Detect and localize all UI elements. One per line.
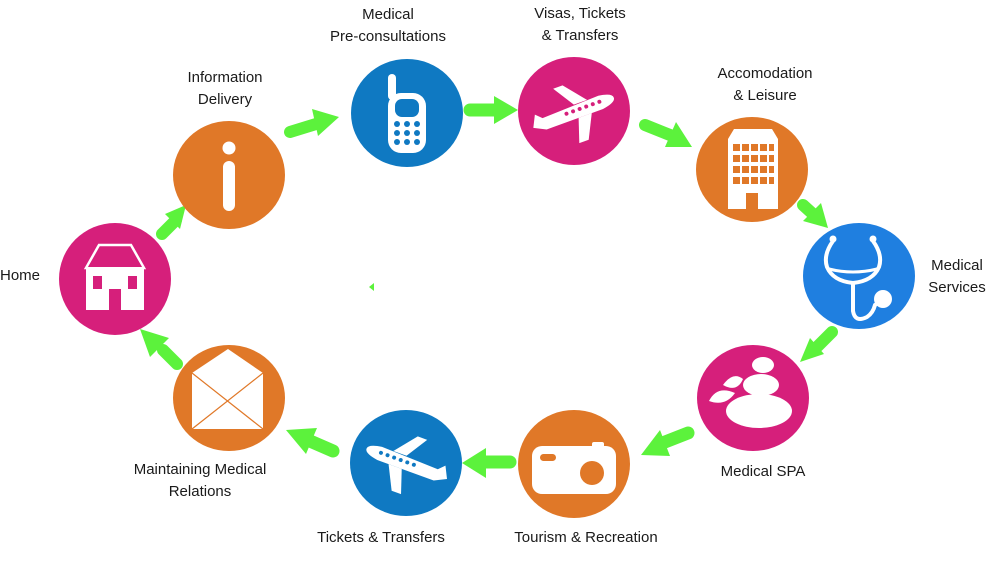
label-medical-pre-consultations: Medical Pre-consultations [313,4,463,48]
arrow-spa-to-tourism [641,426,695,456]
label-medical-services: Medical Services [922,255,992,299]
label-tourism-recreation: Tourism & Recreation [496,527,676,549]
label-line: Medical SPA [720,463,806,480]
label-line: & Transfers [541,27,619,44]
airplane-icon [366,436,448,495]
node-visas-tickets-transfers[interactable] [518,57,630,165]
node-maintaining-medical-relations[interactable] [173,345,285,451]
arrow-home-to-information [156,205,186,240]
arrow-services-to-spa [800,326,838,362]
spa-stones-icon [709,357,792,428]
hotel-building-icon [728,129,778,209]
label-line: Services [928,279,986,296]
arrow-visas-to-accomodation [639,119,692,147]
camera-icon [532,442,616,494]
label-maintaining-medical-relations: Maintaining Medical Relations [110,459,290,503]
mobile-phone-icon [388,74,426,153]
node-accomodation-leisure[interactable] [696,117,808,222]
label-line: Home [0,267,41,284]
arrow-information-to-preconsult [284,109,339,138]
node-medical-services[interactable] [803,223,915,329]
envelope-icon [191,349,264,430]
node-home[interactable] [59,223,171,335]
label-line: Delivery [197,91,253,108]
arrow-accomodation-to-services [797,199,828,228]
label-line: Medical [362,6,414,23]
house-icon [83,243,147,310]
label-line: Visas, Tickets [534,5,626,22]
node-information-delivery[interactable] [173,121,285,229]
stethoscope-icon [823,235,892,321]
arrow-preconsult-to-visas [463,96,518,124]
node-medical-pre-consultations[interactable] [351,59,463,167]
node-tickets-transfers[interactable] [350,410,462,516]
label-line: Relations [168,483,232,500]
label-line: & Leisure [733,87,797,104]
label-line: Accomodation [717,65,813,82]
node-medical-spa[interactable] [697,345,809,451]
label-line: Maintaining Medical [133,461,267,478]
info-icon [222,141,236,211]
label-line: Pre-consultations [330,28,446,45]
label-accomodation-leisure: Accomodation & Leisure [690,63,840,107]
node-tourism-recreation[interactable] [518,410,630,518]
label-line: Tickets & Transfers [317,529,445,546]
label-visas-tickets-transfers: Visas, Tickets & Transfers [505,3,655,47]
label-line: Medical [931,257,983,274]
label-line: Tourism & Recreation [514,529,658,546]
arrow-tickets-to-maintaining [286,428,340,458]
label-line: Information [187,69,263,86]
label-information-delivery: Information Delivery [150,67,300,111]
airplane-icon [533,85,615,144]
arrow-tourism-to-tickets [462,448,517,478]
label-tickets-transfers: Tickets & Transfers [306,527,456,549]
label-medical-spa: Medical SPA [688,461,838,483]
stray-arrow-fragment [369,283,374,291]
label-home: Home [0,265,46,287]
arrow-maintaining-to-home [140,329,183,370]
